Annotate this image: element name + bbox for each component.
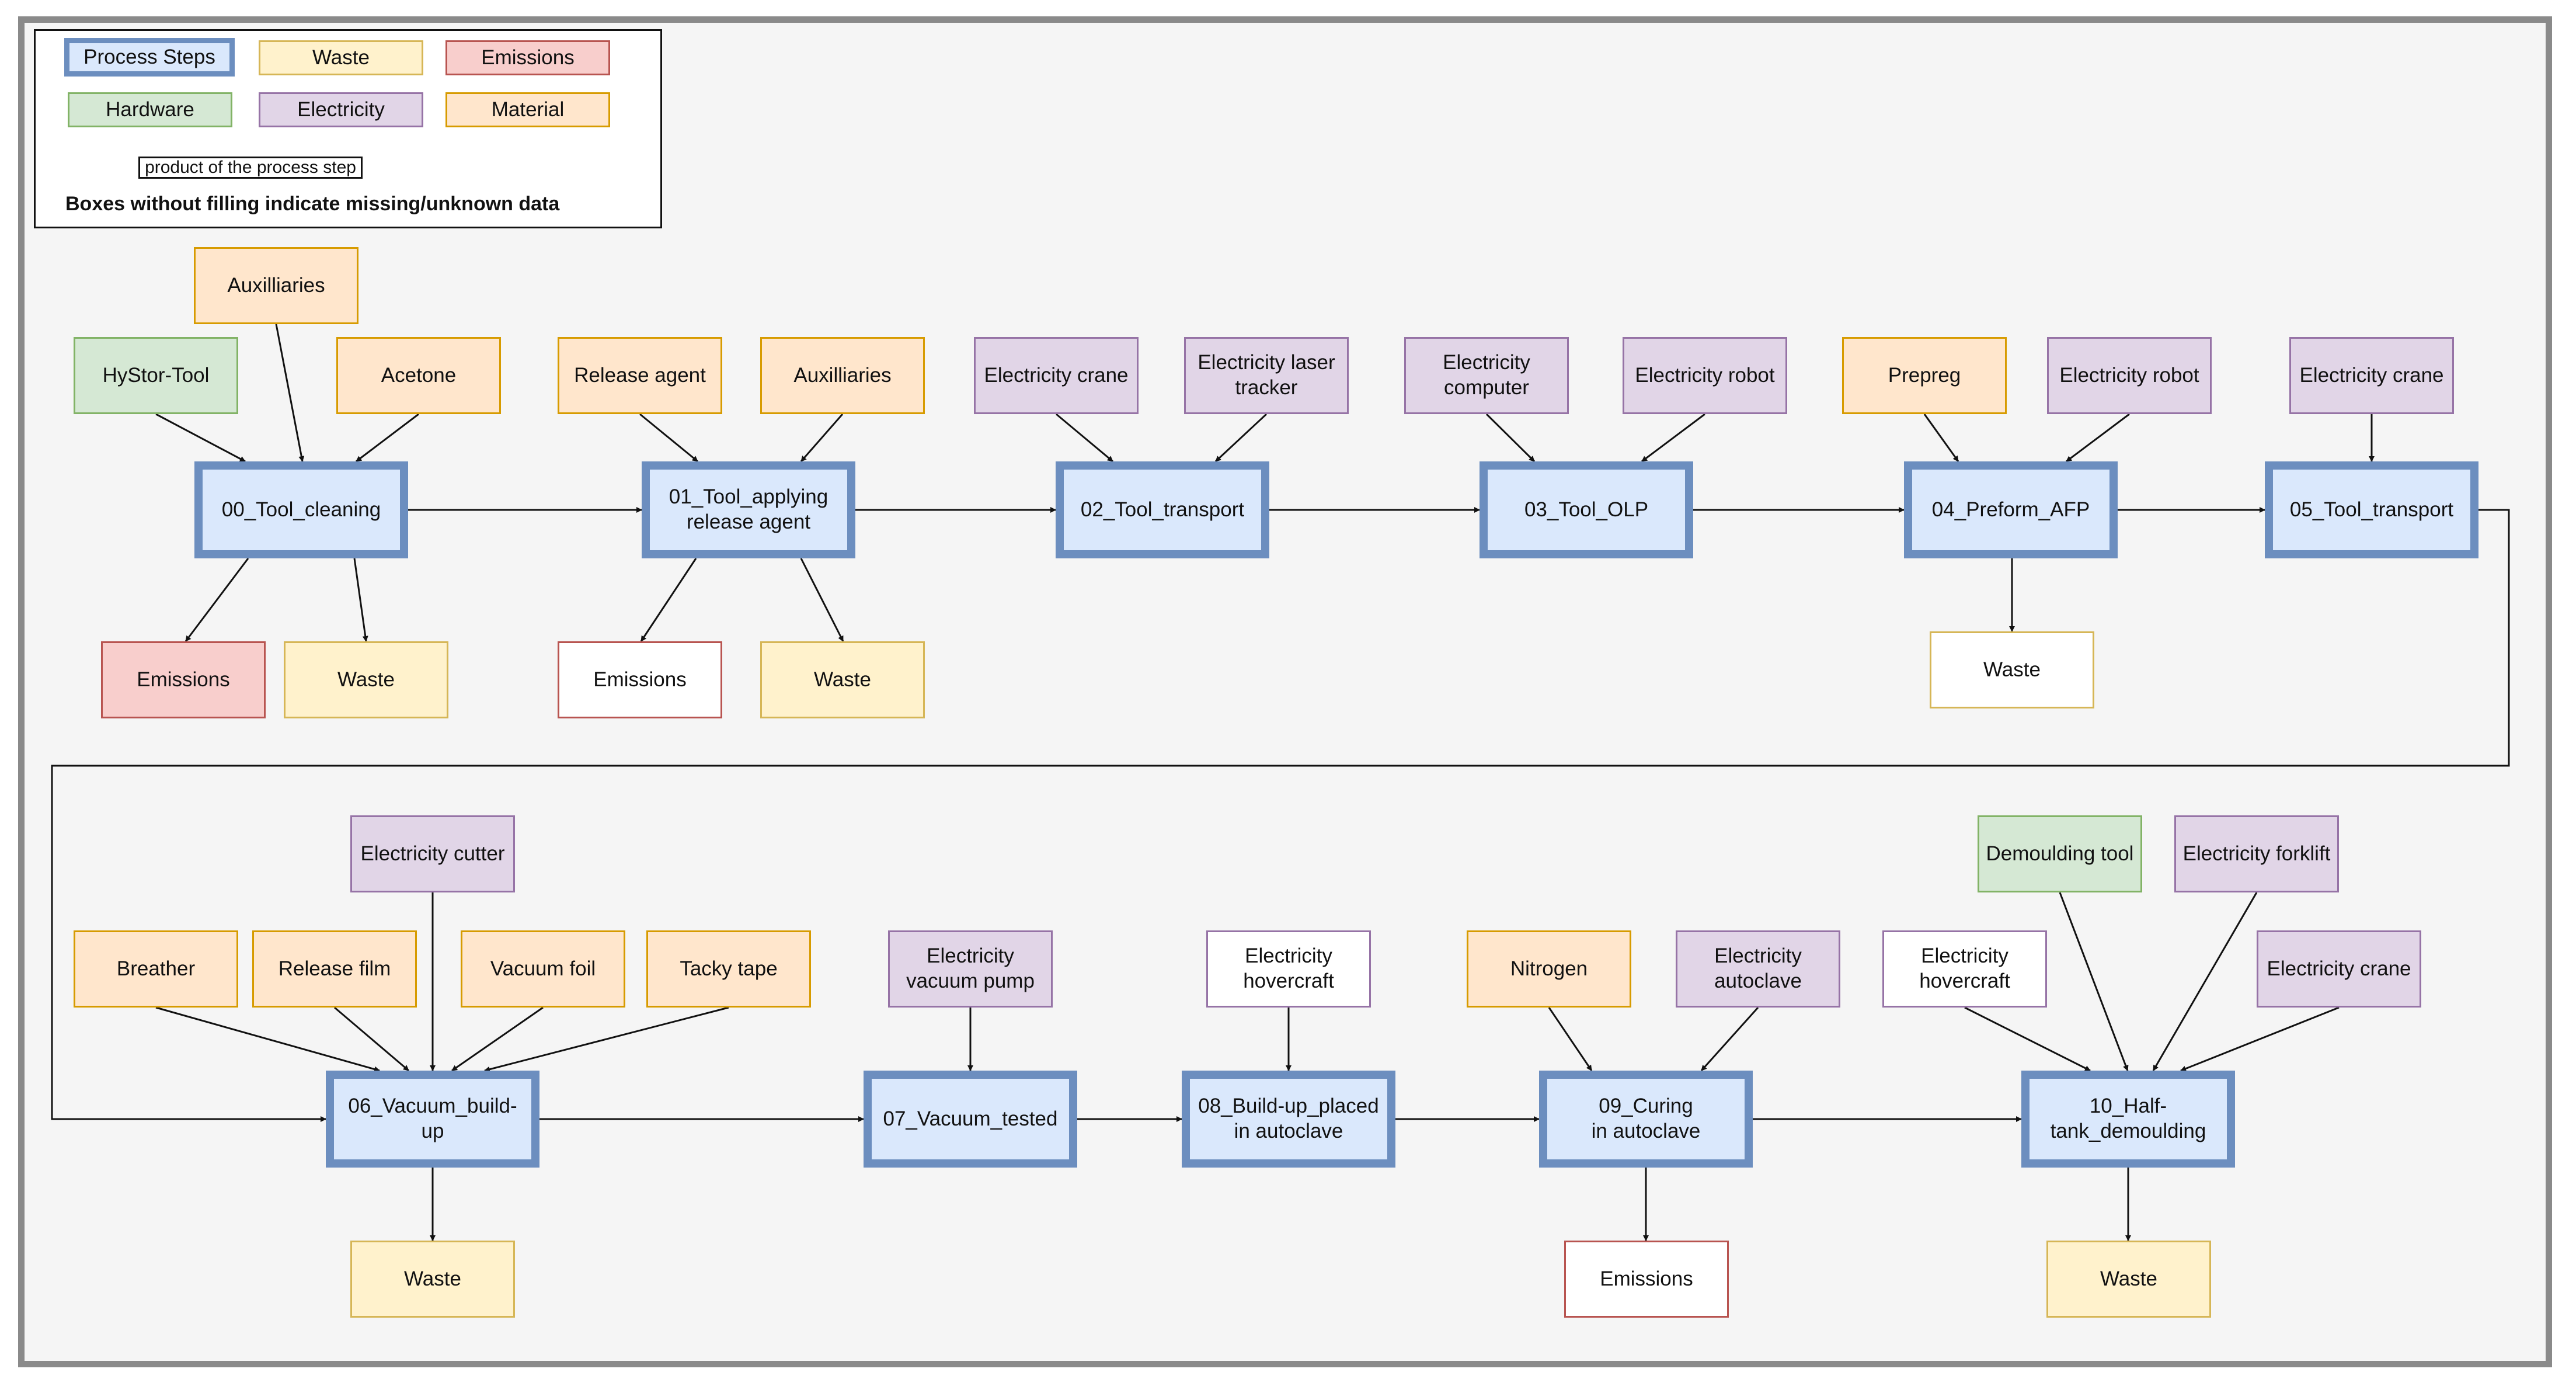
process-step-01: 01_Tool_applying release agent — [642, 461, 855, 558]
edge-nitrogen-09 — [1548, 1007, 1593, 1071]
process-step-09: 09_Curing in autoclave — [1539, 1071, 1753, 1168]
input-demoulding-tool: Demoulding tool — [1978, 815, 2142, 892]
input-vacuum-foil: Vacuum foil — [461, 930, 625, 1008]
output-waste-00: Waste — [284, 641, 448, 718]
legend-hardware: Hardware — [68, 92, 232, 127]
legend-waste: Waste — [259, 40, 423, 75]
process-step-05: 05_Tool_transport — [2265, 461, 2478, 558]
legend-electricity: Electricity — [259, 92, 423, 127]
output-waste-04: Waste — [1930, 631, 2094, 708]
edge-release-agent-01 — [639, 413, 698, 463]
legend-material: Material — [445, 92, 610, 127]
edge-breather-06 — [155, 1006, 380, 1072]
input-breather: Breather — [74, 930, 238, 1008]
input-electricity-vacuum-pump: Electricity vacuum pump — [888, 930, 1053, 1008]
process-step-06: 06_Vacuum_build-up — [326, 1071, 539, 1168]
process-step-07: 07_Vacuum_tested — [864, 1071, 1077, 1168]
input-electricity-robot-03: Electricity robot — [1623, 337, 1787, 414]
edge-01-emissions — [640, 558, 697, 642]
legend-arrow-label: product of the process step — [138, 157, 363, 179]
edge-robot-03 — [1641, 413, 1705, 463]
edge-00-waste — [353, 558, 368, 642]
input-electricity-autoclave: Electricity autoclave — [1676, 930, 1840, 1008]
legend: Process Steps Waste Emissions Hardware E… — [34, 29, 662, 228]
process-step-04: 04_Preform_AFP — [1904, 461, 2118, 558]
input-acetone: Acetone — [336, 337, 501, 414]
output-emissions-01: Emissions — [558, 641, 722, 718]
output-waste-10: Waste — [2046, 1241, 2211, 1318]
edge-hovercraft-10 — [1964, 1006, 2091, 1072]
edge-forklift-10 — [2152, 892, 2258, 1071]
input-electricity-robot-04: Electricity robot — [2047, 337, 2212, 414]
output-emissions-09: Emissions — [1564, 1241, 1729, 1318]
input-electricity-cutter: Electricity cutter — [350, 815, 515, 892]
edge-auxilliaries-00 — [275, 324, 305, 462]
legend-process-steps: Process Steps — [64, 38, 235, 77]
edge-demoulding-tool-10 — [2059, 892, 2129, 1071]
edge-robot-04 — [2066, 413, 2130, 463]
edge-laser-02 — [1214, 413, 1268, 463]
edge-vacuum-foil-06 — [451, 1006, 544, 1072]
edge-hystor-00 — [155, 413, 246, 463]
output-waste-06: Waste — [350, 1241, 515, 1318]
edge-auxilliaries-01 — [800, 414, 844, 462]
input-electricity-forklift: Electricity forklift — [2174, 815, 2339, 892]
output-waste-01: Waste — [760, 641, 925, 718]
input-electricity-laser-tracker: Electricity laser tracker — [1184, 337, 1349, 414]
edge-prepreg-04 — [1923, 414, 1959, 462]
input-tacky-tape: Tacky tape — [646, 930, 811, 1008]
input-hystor-tool: HyStor-Tool — [74, 337, 238, 414]
input-electricity-computer: Electricity computer — [1404, 337, 1569, 414]
input-release-film: Release film — [252, 930, 417, 1008]
legend-emissions: Emissions — [445, 40, 610, 75]
input-electricity-crane-05: Electricity crane — [2289, 337, 2454, 414]
process-step-03: 03_Tool_OLP — [1480, 461, 1693, 558]
input-auxilliaries-00: Auxilliaries — [194, 247, 358, 324]
input-auxilliaries-01: Auxilliaries — [760, 337, 925, 414]
input-electricity-crane-10: Electricity crane — [2257, 930, 2421, 1008]
process-step-10: 10_Half- tank_demoulding — [2021, 1071, 2235, 1168]
input-electricity-crane-02: Electricity crane — [974, 337, 1139, 414]
legend-note: Boxes without filling indicate missing/u… — [65, 193, 560, 215]
input-nitrogen: Nitrogen — [1467, 930, 1631, 1008]
process-step-08: 08_Build-up_placed in autoclave — [1182, 1071, 1395, 1168]
flow-05-06 — [51, 509, 2510, 1122]
input-electricity-hovercraft-08: Electricity hovercraft — [1206, 930, 1371, 1008]
edge-00-emissions — [185, 558, 249, 642]
input-prepreg: Prepreg — [1842, 337, 2007, 414]
process-step-00: 00_Tool_cleaning — [194, 461, 408, 558]
edge-autoclave-09 — [1700, 1006, 1759, 1072]
input-release-agent: Release agent — [558, 337, 722, 414]
edge-computer-03 — [1485, 413, 1536, 463]
edge-acetone-00 — [356, 413, 419, 463]
edge-release-film-06 — [334, 1006, 409, 1072]
edge-tacky-tape-06 — [484, 1006, 729, 1072]
output-emissions-00: Emissions — [101, 641, 266, 718]
edge-crane-10 — [2180, 1006, 2340, 1072]
edge-01-waste — [800, 558, 844, 642]
edge-crane-02 — [1056, 413, 1113, 463]
input-electricity-hovercraft-10: Electricity hovercraft — [1882, 930, 2047, 1008]
process-step-02: 02_Tool_transport — [1056, 461, 1269, 558]
